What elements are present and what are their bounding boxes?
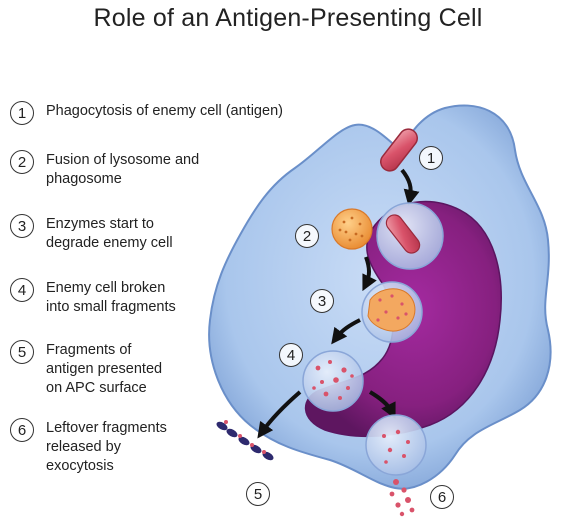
diagram-label-2: 2 [295,224,319,248]
step-text: Leftover fragments released by exocytosi… [46,420,167,474]
diagram-label-5: 5 [246,482,270,506]
diagram-label-6: 6 [430,485,454,509]
step-text: Fusion of lysosome and phagosome [46,152,200,187]
step-number: 2 [10,150,34,174]
diagram-label-3: 3 [310,289,334,313]
legend-step-4: 4 Enemy cell broken into small fragments [10,278,176,317]
diagram-label-1: 1 [419,146,443,170]
step-text: Enemy cell broken into small fragments [46,280,176,315]
step-text: Enzymes start to degrade enemy cell [46,216,173,251]
legend-step-2: 2 Fusion of lysosome and phagosome [10,150,199,189]
step-number: 6 [10,418,34,442]
step-number: 1 [10,101,34,125]
step-number: 3 [10,214,34,238]
released-fragments [389,479,415,517]
legend-step-5: 5 Fragments of antigen presented on APC … [10,340,162,398]
antigen-cell [380,128,418,172]
legend-step-3: 3 Enzymes start to degrade enemy cell [10,214,173,253]
legend-step-1: 1 Phagocytosis of enemy cell (antigen) [10,101,283,125]
step-text: Phagocytosis of enemy cell (antigen) [46,103,283,119]
legend-step-6: 6 Leftover fragments released by exocyto… [10,418,167,476]
page-title: Role of an Antigen-Presenting Cell [93,4,483,32]
diagram-label-4: 4 [279,343,303,367]
step-number: 5 [10,340,34,364]
lysosome [331,208,373,250]
step-number: 4 [10,278,34,302]
exocytosis-vesicle [365,414,427,476]
fragment-vesicle [302,350,364,412]
presented-antigen [216,421,274,461]
step-text: Fragments of antigen presented on APC su… [46,342,163,396]
